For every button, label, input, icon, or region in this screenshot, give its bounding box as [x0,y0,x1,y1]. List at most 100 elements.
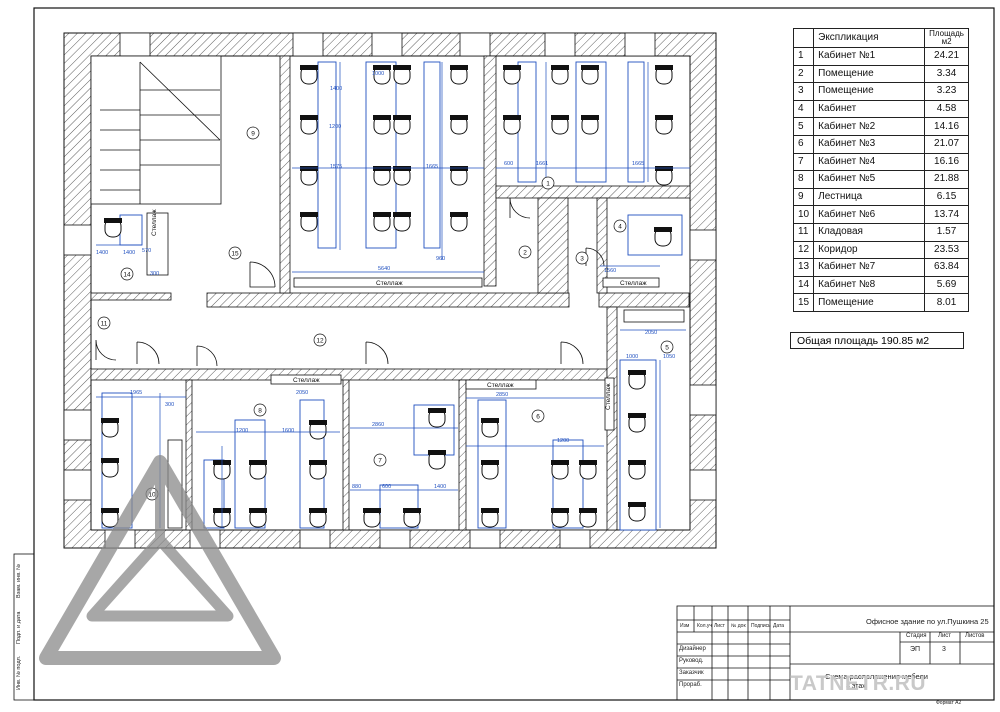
room-number: 9 [251,130,255,137]
room-name: Кабинет [813,99,926,119]
room-name: Лестница [813,187,926,207]
chair-icon [578,507,598,528]
chair-icon [449,211,469,232]
dimension-label: 960 [436,256,445,262]
dimension-label: 1661 [536,161,548,167]
room-name: Кабинет №7 [813,258,926,277]
dimension-label: 1200 [557,438,569,444]
chair-icon [654,64,674,85]
shelf-label: Стеллаж [620,280,647,287]
chair-icon [480,417,500,438]
room-name: Кабинет №4 [813,152,926,172]
chair-icon [550,114,570,135]
room-area: 14.16 [924,117,969,136]
dimension-label: 1200 [236,428,248,434]
room-number: 3 [580,255,584,262]
drawing-title-1: Схема расположения мебели [825,672,928,681]
chair-icon [580,114,600,135]
stage-label: Стадия [906,633,927,639]
drawing-title-2: 3 этаж [846,683,867,690]
staircase [90,55,222,205]
room-area: 6.15 [924,187,969,207]
stamp-role: Прораб. [679,682,702,688]
dimension-label: 1560 [604,268,616,274]
chair-icon [480,459,500,480]
chair-icon [480,507,500,528]
chair-icon [372,211,392,232]
chair-icon [299,165,319,186]
stage-value: ЭП [910,646,921,653]
row-number: 7 [792,152,815,172]
chair-icon [449,165,469,186]
side-stamp-label: Подп. и дата [16,611,22,644]
room-area: 8.01 [924,293,969,312]
chair-icon [550,64,570,85]
dimension-label: 1965 [130,390,142,396]
title-block [676,605,995,701]
room-number: 5 [665,344,669,351]
chair-icon [550,507,570,528]
stamp-column-header: Изм [680,623,690,629]
chair-icon [372,165,392,186]
row-number: 6 [792,134,815,154]
chair-icon [427,449,447,470]
sheet-value: 3 [942,646,946,653]
chair-icon [248,507,268,528]
row-number: 4 [792,99,815,119]
dimension-label: 1600 [282,428,294,434]
room-name: Кабинет №1 [813,47,926,66]
row-number: 12 [792,240,815,260]
chair-icon [627,369,647,390]
chair-icon [299,114,319,135]
dimension-label: 1400 [96,250,108,256]
dimension-label: 300 [165,402,174,408]
dimension-label: 2850 [496,392,508,398]
room-number-marker [373,453,387,467]
row-number: 15 [792,293,815,312]
row-number: 9 [792,187,815,207]
dimension-label: 2050 [296,390,308,396]
shelf-label: Стеллаж [487,382,514,389]
row-number: 11 [792,222,815,242]
room-area: 5.69 [924,275,969,295]
row-number: 13 [792,258,815,277]
room-area: 3.23 [924,82,969,101]
dimension-label: 600 [504,161,513,167]
sheets-label: Листов [965,633,985,639]
chair-icon [502,114,522,135]
stamp-role: Дизайнер [679,646,706,652]
chair-icon [627,412,647,433]
dimension-label: 2860 [372,422,384,428]
dimension-label: 600 [382,484,391,490]
dimension-label: 1400 [434,484,446,490]
room-number: 2 [523,249,527,256]
dimension-label: 880 [352,484,361,490]
row-number: 14 [792,275,815,295]
chair-icon [100,417,120,438]
room-area: 24.21 [924,47,969,66]
stamp-role: Заказчик [679,670,704,676]
row-number: 2 [792,64,815,84]
shelf-label: Стеллаж [151,209,158,236]
chair-icon [653,226,673,247]
room-number: 11 [101,320,108,327]
room-number: 14 [123,271,131,278]
room-number-marker [246,126,260,140]
room-number: 15 [231,250,239,257]
chair-icon [392,64,412,85]
chair-icon [449,64,469,85]
sheet-frame [33,7,995,701]
row-number: 8 [792,170,815,189]
chair-icon [654,165,674,186]
room-area: 13.74 [924,205,969,224]
room-number-marker [531,409,545,423]
chair-icon [299,64,319,85]
room-area: 63.84 [924,258,969,277]
